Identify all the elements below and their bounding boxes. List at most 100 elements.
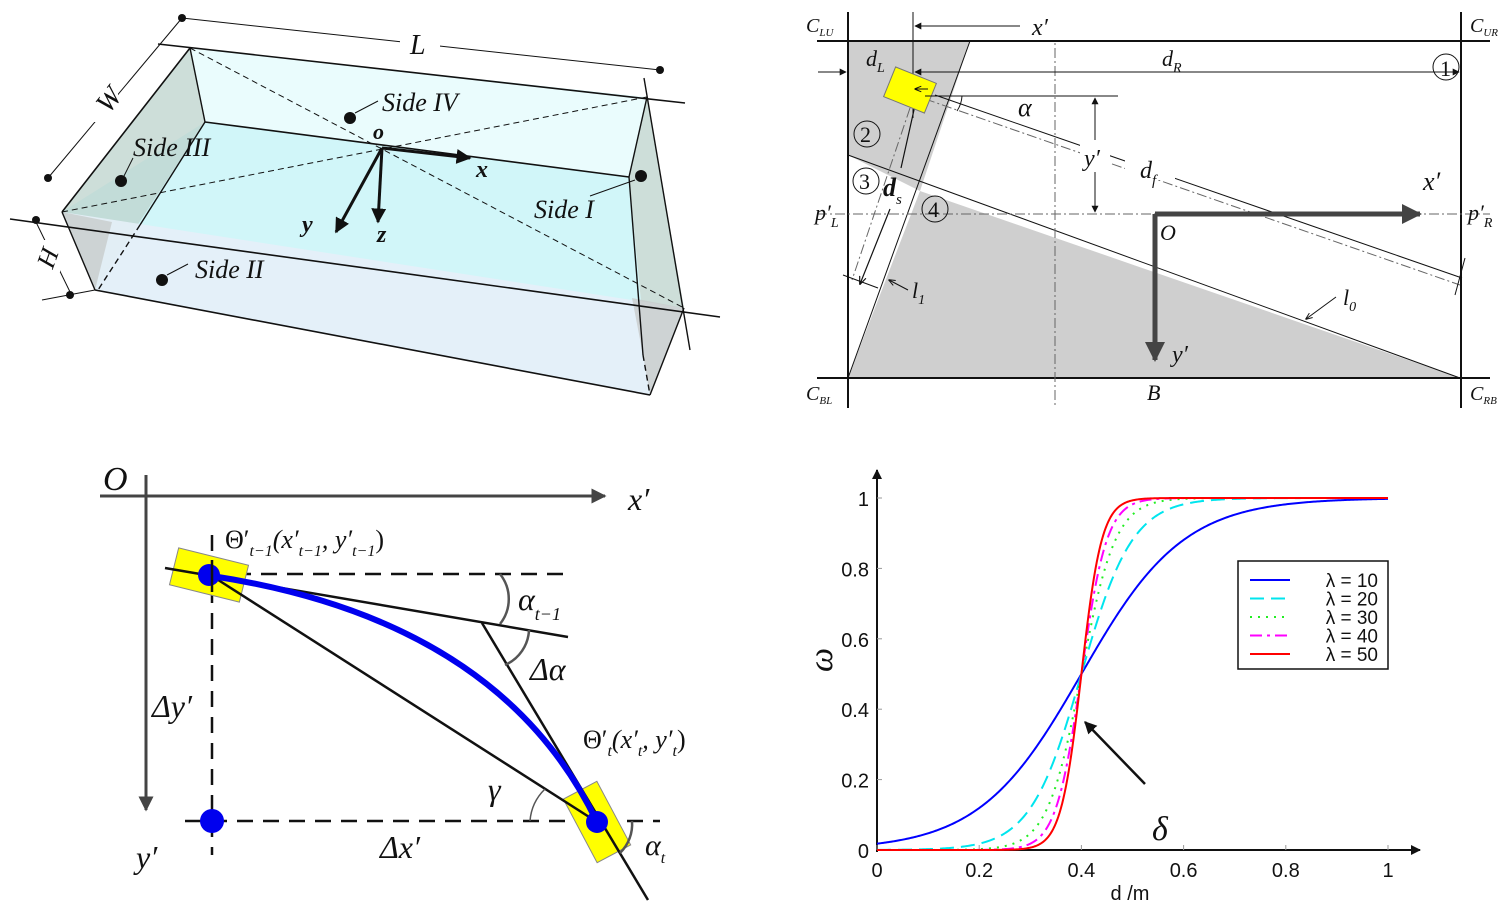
d-R-label: dR	[1162, 46, 1182, 76]
zone-3-label: 3	[859, 169, 870, 194]
delta-alpha-arc	[504, 629, 531, 667]
right-vertical-edge	[643, 77, 691, 351]
side-I-leader	[589, 179, 636, 197]
y-tick-label: 0.2	[841, 771, 869, 793]
axis-y-arrow	[334, 147, 384, 234]
y-tick-label: 0.8	[841, 559, 869, 581]
series-line-lambda-30	[877, 497, 1388, 851]
front-left-edge	[61, 211, 96, 291]
axis-y-label: y	[299, 212, 313, 238]
delta-x-label: Δx′	[378, 829, 421, 865]
side-wall-II	[62, 212, 684, 395]
tangent-curr-line	[480, 622, 650, 901]
panel-road-plan: x′ dL dR 1 2 3 4 df ds α	[806, 12, 1498, 408]
axis-z-label: z	[376, 222, 387, 248]
zone-1-label: 1	[1440, 56, 1451, 81]
y-tick-label: 0	[858, 841, 869, 863]
l-1-label: l1	[912, 278, 925, 308]
x-tick-label: 0.8	[1272, 860, 1300, 882]
x-tick-label: 1	[1382, 860, 1393, 882]
corner-LU-label: CLU	[806, 15, 834, 39]
side-II-marker	[156, 274, 168, 286]
alpha-prev-label: αt−1	[518, 581, 561, 624]
series-line-lambda-10	[877, 497, 1389, 845]
y-prime-dim-bg	[1080, 140, 1110, 172]
side-III-leader	[123, 157, 134, 177]
left-inner-edge	[139, 121, 206, 226]
point-prev	[198, 564, 220, 586]
dim-W-end	[44, 174, 52, 182]
x-prime-axis-label: x′	[1422, 167, 1441, 196]
side-I-marker	[635, 170, 647, 182]
alpha-t-arc	[619, 820, 634, 854]
d-L-label: dL	[866, 46, 885, 76]
right-hidden-edge	[642, 354, 651, 396]
curves	[877, 497, 1389, 851]
point-B-label: B	[1147, 380, 1160, 405]
alpha-arc	[956, 95, 963, 112]
d-s-ref-line	[851, 107, 911, 281]
zone-4-label: 4	[928, 197, 939, 222]
panel-tank-3d: L W H Side IV Side III Side I Side II o …	[9, 14, 721, 396]
delta-annotation-label: δ	[1152, 811, 1169, 848]
x-tick-label: 0.4	[1067, 860, 1095, 882]
tank-top-back	[190, 48, 647, 177]
legend-label: λ = 20	[1326, 590, 1378, 611]
origin-O-label: O	[103, 461, 128, 498]
left-hidden-edge	[97, 224, 141, 291]
dim-L-label-bg	[400, 28, 440, 56]
side-IV-label: Side IV	[382, 88, 461, 117]
gamma-arc	[529, 788, 546, 822]
x-prime-dim-label: x′	[1031, 15, 1049, 41]
y-tick-label: 1	[858, 489, 869, 511]
bottom-front-edge	[94, 289, 651, 396]
axis-x-label: x	[475, 157, 488, 183]
side-I-label: Side I	[534, 195, 595, 224]
corner-BL-label: CBL	[806, 383, 832, 407]
alpha-label: α	[1018, 93, 1033, 122]
top-left-edge	[61, 47, 191, 213]
side-II-label: Side II	[195, 255, 265, 284]
d-s-end-tick	[842, 274, 879, 289]
corner-shade-right	[632, 298, 684, 395]
zone-4-circle	[921, 195, 949, 223]
zone-3-circle	[852, 167, 880, 195]
series-line-lambda-40	[877, 497, 1388, 851]
y-ticks: 00.20.40.60.81	[841, 489, 882, 863]
side-III-marker	[115, 175, 127, 187]
y-prime-dim-label: y′	[1082, 146, 1101, 172]
axis-z-arrow	[371, 147, 387, 224]
chart-x-label: d /m	[1111, 883, 1150, 905]
zone-1-circle	[1432, 53, 1460, 81]
delta-annotation-arrow	[1084, 721, 1146, 785]
y-tick-label: 0.4	[841, 700, 869, 722]
x-tick-label: 0	[871, 860, 882, 882]
front-right-edge	[649, 307, 685, 396]
axis-x-arrow	[381, 146, 472, 164]
origin-o-label: o	[373, 119, 384, 144]
corner-UR-label: CUR	[1470, 15, 1498, 39]
theta-prev-label: Θ′t−1(x′t−1, y′t−1)	[225, 525, 384, 560]
side-III-label: Side III	[133, 133, 212, 162]
d-f-line	[934, 94, 1463, 279]
water-back-edge	[204, 121, 630, 178]
back-left-edge	[189, 47, 206, 123]
theta-curr-label: Θ′t(x′t, y′t)	[583, 725, 686, 760]
dim-W-label-bg	[88, 82, 118, 122]
x-prime-dim-bg	[1020, 12, 1060, 40]
x-tick-label: 0.2	[965, 860, 993, 882]
right-inner-edge	[628, 176, 644, 356]
d-s-arrow-down	[860, 208, 891, 284]
legend-label: λ = 10	[1326, 571, 1378, 592]
l-0-label: l0	[1343, 285, 1356, 315]
x-prime-axis-label: x′	[627, 481, 650, 517]
vehicle-heading-line	[907, 92, 1461, 286]
d-f-label-bg	[1125, 150, 1175, 180]
series-line-lambda-20	[877, 497, 1388, 851]
side-IV-leader	[354, 100, 379, 114]
top-front-edge	[9, 218, 721, 318]
chart-y-label: ω	[803, 648, 840, 672]
